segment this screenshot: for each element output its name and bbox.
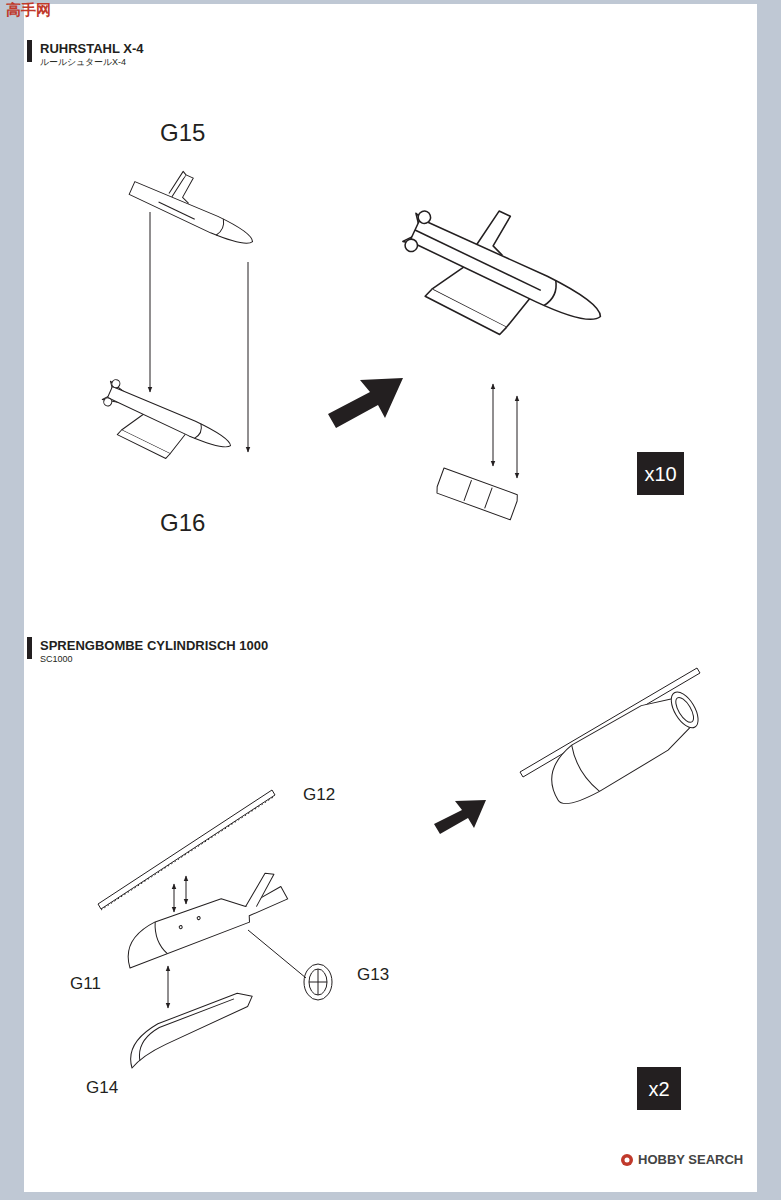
page-ground (24, 4, 757, 1192)
bomb-assembled (520, 668, 707, 812)
part-number: G14 (86, 1079, 118, 1098)
section-subtitle: SC1000 (40, 655, 73, 665)
bomb-lower-part (121, 989, 261, 1068)
part-number: G13 (357, 966, 389, 985)
part-number: G12 (303, 786, 335, 805)
quantity-box: x2 (637, 1067, 681, 1110)
step-arrow (328, 378, 403, 428)
watermark: HOBBY SEARCH (638, 1153, 743, 1167)
bomb-tail-ring (304, 964, 332, 1000)
x4-stand (435, 468, 519, 520)
quantity-box: x10 (637, 452, 684, 495)
quantity-text: x10 (644, 464, 676, 484)
section-heading: SPRENGBOMBE CYLINDRISCH 1000 (40, 639, 268, 653)
x4-assembled (384, 180, 622, 370)
rack-part (98, 790, 275, 909)
part-number: G16 (160, 510, 205, 536)
section-bar (27, 40, 32, 62)
part-number: G11 (70, 975, 101, 994)
section-heading: RUHRSTAHL X-4 (40, 42, 144, 56)
x4-upper-part (128, 155, 267, 250)
section-subtitle: ルールシュタールX-4 (40, 58, 126, 68)
part-number: G15 (160, 120, 205, 146)
watermark-logo (621, 1154, 633, 1166)
bomb-upper-part (116, 869, 291, 968)
quantity-text: x2 (648, 1079, 669, 1099)
step-arrow (434, 800, 486, 834)
x4-lower-part (91, 378, 236, 481)
section-bar (27, 637, 32, 659)
watermark: 高手网 (6, 2, 51, 19)
